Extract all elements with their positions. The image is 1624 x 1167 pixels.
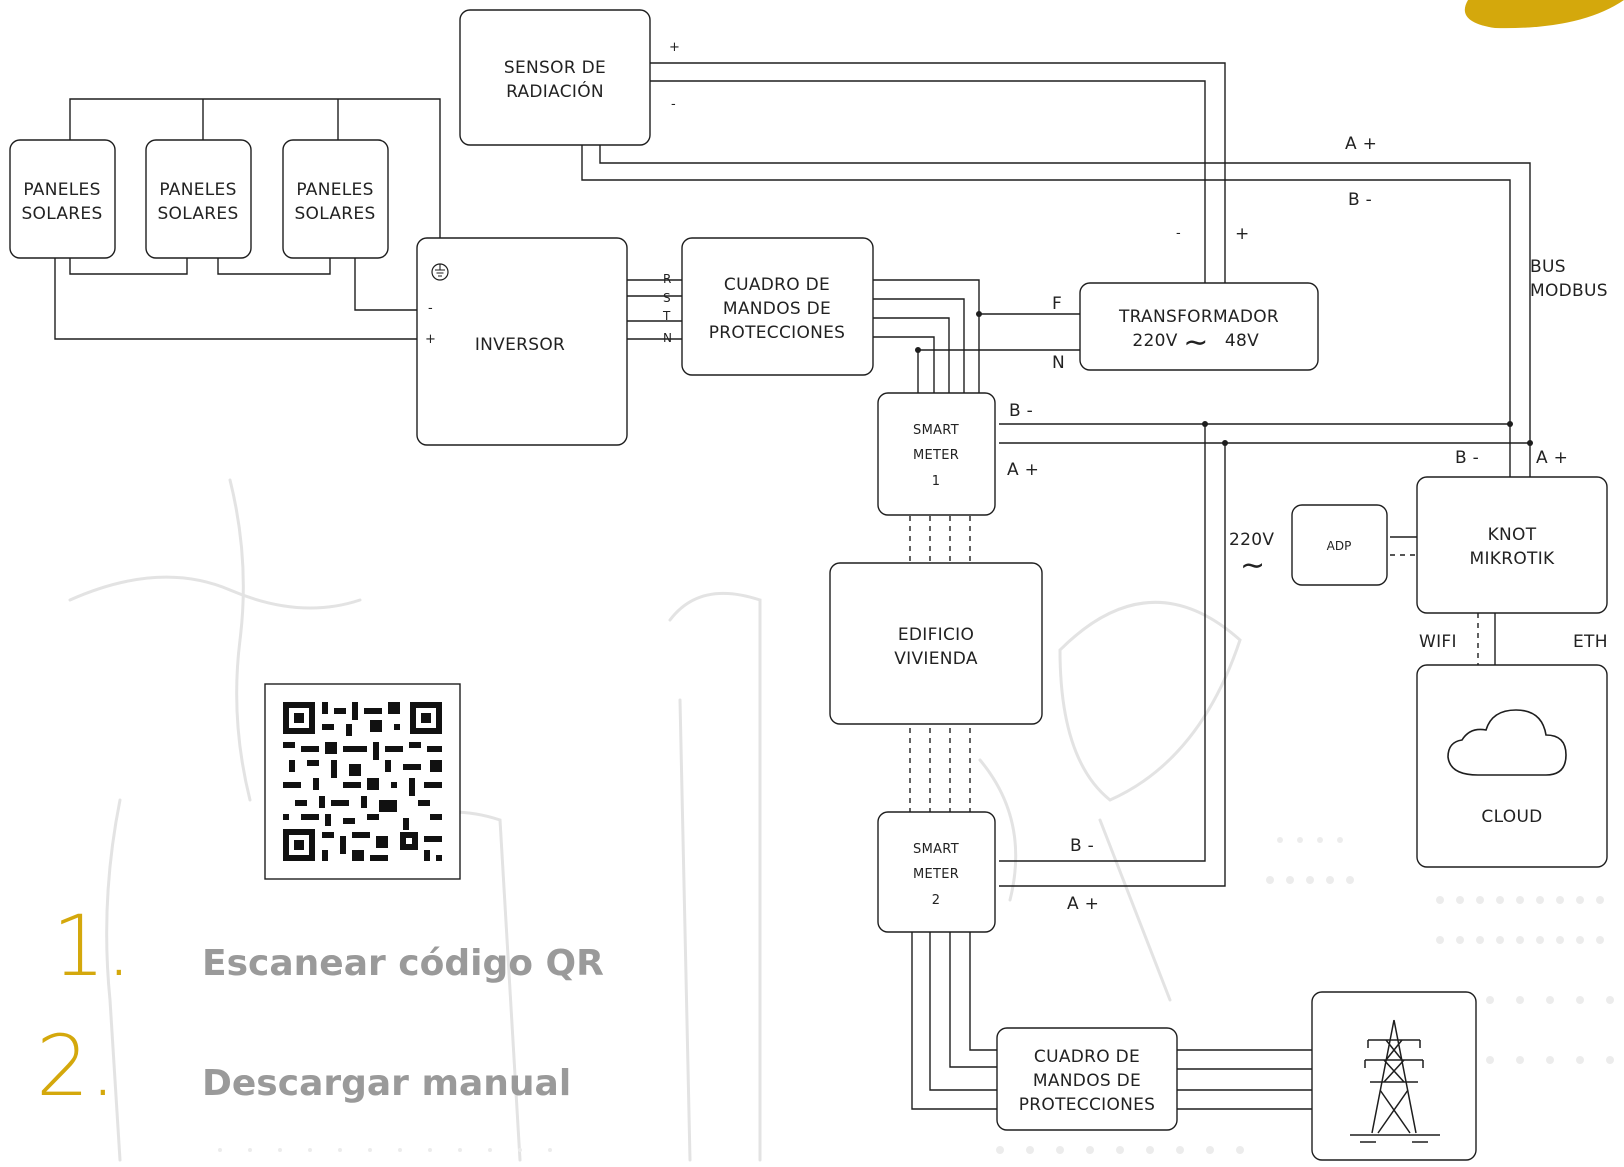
ground-icon — [431, 263, 449, 281]
smart-meter-2: SMART METER 2 — [877, 811, 996, 933]
step-number: 2. — [36, 1017, 117, 1115]
bus-modbus-label: BUS — [1530, 257, 1566, 277]
cloud-icon — [1447, 709, 1567, 776]
sensor-label-line2: RADIACIÓN — [506, 80, 604, 102]
panel-label: SOLARES — [157, 204, 238, 224]
inverter-block: - + INVERSOR — [416, 237, 628, 446]
qr-code-icon — [264, 683, 461, 880]
building-label: EDIFICIO — [898, 625, 974, 645]
bus-modbus-label: MODBUS — [1530, 281, 1608, 301]
transformer-output-voltage: 48V — [1225, 331, 1259, 351]
building-label: VIVIENDA — [894, 649, 978, 669]
knot-block: KNOT MIKROTIK — [1416, 476, 1608, 614]
f-label: F — [1052, 294, 1062, 314]
sensor-minus-label: - — [671, 97, 676, 112]
cuadro-label: PROTECCIONES — [709, 323, 846, 343]
phase-r-label: R — [663, 272, 671, 286]
ac-symbol: ∼ — [1240, 548, 1265, 583]
meter2-bus-a-label: A + — [1067, 894, 1099, 914]
adp-voltage-label: 220V — [1229, 530, 1274, 550]
smart-meter-label: METER — [913, 448, 959, 463]
cuadro-label: PROTECCIONES — [1019, 1095, 1156, 1115]
sensor-label-line1: SENSOR DE — [504, 58, 606, 78]
cloud-label: CLOUD — [1481, 807, 1542, 827]
transformer-plus-label: + — [1235, 224, 1250, 244]
phase-s-label: S — [663, 291, 671, 305]
wiring — [54, 62, 1533, 1110]
knot-bus-a-label: A + — [1536, 448, 1568, 468]
cuadro-label: MANDOS DE — [1033, 1071, 1141, 1091]
panel-label: PANELES — [23, 180, 100, 200]
smart-meter-number: 2 — [932, 893, 941, 908]
knot-label: KNOT — [1488, 525, 1537, 545]
sensor-plus-label: + — [669, 40, 680, 55]
panel-label: PANELES — [296, 180, 373, 200]
meter2-bus-b-label: B - — [1070, 836, 1094, 856]
sensor-block: SENSOR DE RADIACIÓN — [459, 9, 651, 146]
cuadro-label: MANDOS DE — [723, 299, 831, 319]
eth-label: ETH — [1573, 632, 1608, 652]
sensor-bus-b-label: B - — [1348, 190, 1372, 210]
solar-panel-2: PANELES SOLARES — [145, 139, 252, 259]
step-2: 2. Descargar manual — [36, 1024, 571, 1108]
panel-label: SOLARES — [294, 204, 375, 224]
adp-block: ADP — [1291, 504, 1388, 586]
smart-meter-label: METER — [913, 867, 959, 882]
smart-meter-label: SMART — [913, 842, 959, 857]
inverter-plus-label: + — [425, 332, 436, 347]
transformer-input-voltage: 220V — [1132, 331, 1177, 351]
n-label: N — [1052, 353, 1065, 373]
meter1-bus-b-label: B - — [1009, 401, 1033, 421]
step-text: Descargar manual — [202, 1063, 572, 1104]
transformer-label: TRANSFORMADOR — [1118, 307, 1279, 327]
orange-corner-shape — [1464, 0, 1624, 29]
cuadro-label: CUADRO DE — [1034, 1047, 1140, 1067]
transformer-block: TRANSFORMADOR 220V ∼ 48V — [1079, 282, 1319, 371]
cloud-block: CLOUD — [1416, 664, 1608, 868]
sensor-bus-a-label: A + — [1345, 134, 1377, 154]
power-tower-icon — [1350, 1019, 1440, 1143]
phase-t-label: T — [662, 309, 671, 323]
building-block: EDIFICIO VIVIENDA — [829, 562, 1043, 725]
solar-panel-3: PANELES SOLARES — [282, 139, 389, 259]
panel-label: PANELES — [159, 180, 236, 200]
grid-block — [1311, 991, 1477, 1161]
panel-label: SOLARES — [21, 204, 102, 224]
transformer-minus-label: - — [1176, 226, 1181, 241]
cuadro-label: CUADRO DE — [724, 275, 830, 295]
wifi-label: WIFI — [1419, 632, 1457, 652]
ac-symbol: ∼ — [1183, 325, 1208, 360]
cuadro-block-1: CUADRO DE MANDOS DE PROTECCIONES — [681, 237, 874, 376]
adp-label: ADP — [1327, 539, 1352, 553]
inverter-minus-label: - — [428, 301, 433, 316]
smart-meter-1: SMART METER 1 — [877, 392, 996, 516]
phase-n-label: N — [663, 331, 672, 345]
meter1-bus-a-label: A + — [1007, 460, 1039, 480]
inverter-label: INVERSOR — [475, 335, 565, 355]
cuadro-block-2: CUADRO DE MANDOS DE PROTECCIONES — [996, 1027, 1178, 1131]
smart-meter-label: SMART — [913, 423, 959, 438]
knot-label: MIKROTIK — [1470, 549, 1556, 569]
step-text: Escanear código QR — [202, 943, 604, 984]
step-number: 1. — [52, 897, 133, 995]
smart-meter-number: 1 — [932, 474, 941, 489]
solar-panel-1: PANELES SOLARES — [9, 139, 116, 259]
knot-bus-b-label: B - — [1455, 448, 1479, 468]
step-1: 1. Escanear código QR — [52, 904, 604, 988]
